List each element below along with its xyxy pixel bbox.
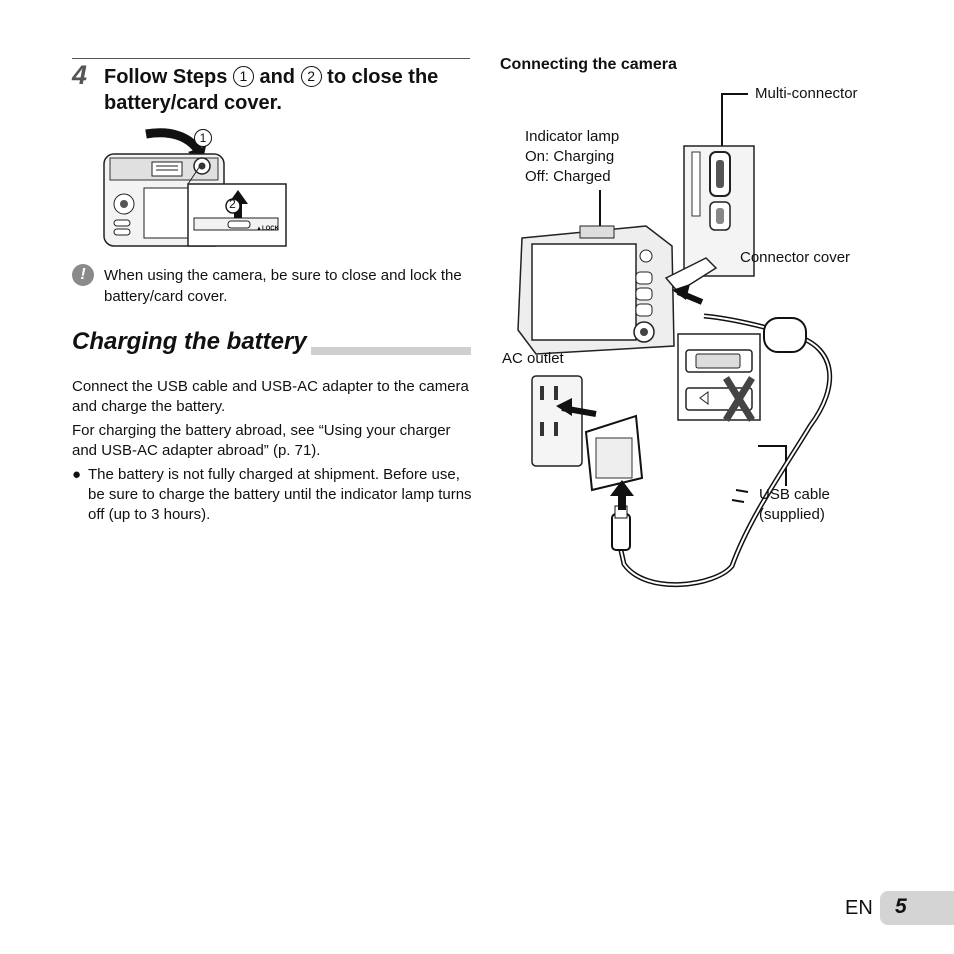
circled-number-1: 1 (232, 66, 254, 87)
label-off-charged: Off: Charged (525, 168, 611, 185)
label-connector-cover: Connector cover (740, 249, 851, 266)
label-ac-outlet: AC outlet (502, 350, 564, 367)
step-text-and: and (259, 66, 296, 88)
section-paragraph-2: For charging the battery abroad, see “Us… (72, 422, 451, 459)
label-on-charging: On: Charging (525, 148, 615, 165)
section-title: Charging the battery (72, 328, 311, 356)
language-code: EN (845, 897, 873, 919)
step-number: 4 (72, 60, 88, 90)
label-supplied: (supplied) (759, 506, 825, 523)
page-number: 5 (895, 895, 907, 918)
battery-cover-illustration (103, 128, 287, 247)
exclamation-icon: ! (72, 264, 94, 286)
step-text-pre: Follow Steps (104, 66, 228, 88)
step-text-post: to close the battery/card cover. (104, 66, 439, 114)
charging-connection-diagram (517, 93, 833, 587)
figure-callout-1: 1 (194, 129, 212, 147)
note-text: When using the camera, be sure to close … (104, 267, 462, 305)
step-top-rule (72, 58, 470, 59)
label-usb-cable: USB cable (759, 486, 830, 503)
circled-number-2: 2 (300, 66, 322, 87)
figure-callout-2: 2 (229, 197, 236, 211)
bullet-dot: ● (72, 466, 82, 483)
connecting-heading: Connecting the camera (500, 56, 677, 73)
bullet-text: The battery is not fully charged at ship… (88, 466, 472, 523)
label-indicator-lamp: Indicator lamp (525, 128, 620, 145)
section-paragraph-1: Connect the USB cable and USB-AC adapter… (72, 378, 469, 415)
step-heading: Follow Steps 1 and 2 to close the batter… (104, 64, 472, 116)
figure-lock-label: ▲LOCK (256, 226, 279, 232)
label-multi-connector: Multi-connector (755, 85, 858, 102)
page-number-tab (880, 891, 954, 925)
